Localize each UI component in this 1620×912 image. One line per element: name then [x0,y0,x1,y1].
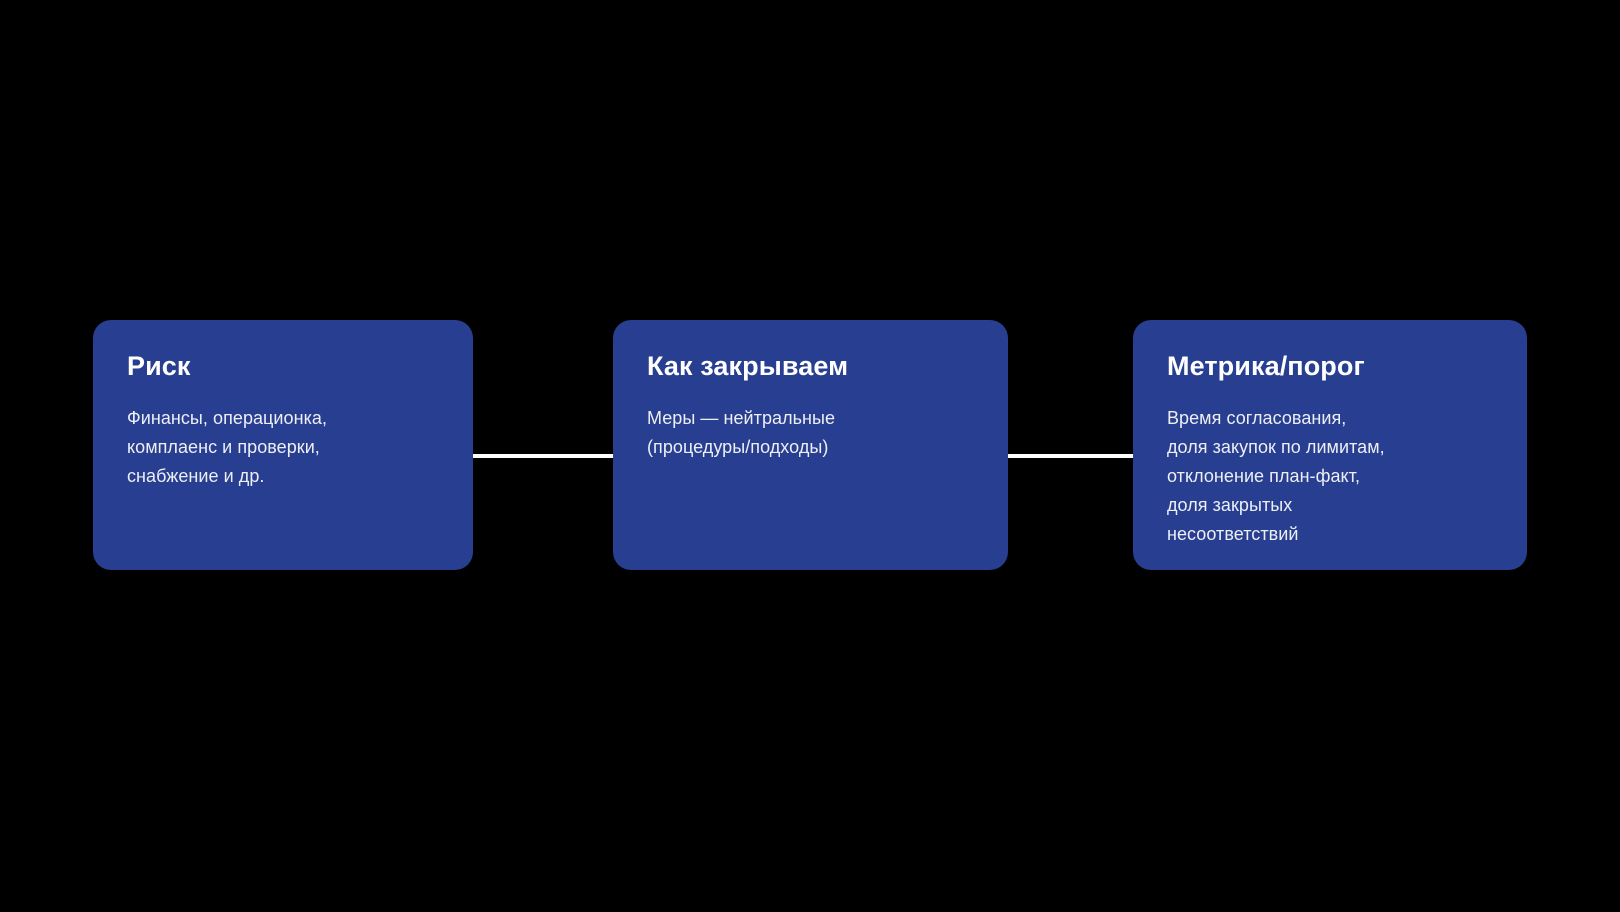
node-card-risk[interactable]: Риск Финансы, операционка, комплаенс и п… [93,320,473,570]
node-title-mitigation: Как закрываем [647,351,849,381]
node-card-mitigation[interactable]: Как закрываем Меры — нейтральные (процед… [613,320,1008,570]
connector-line-mitigation-to-metric [1004,454,1137,458]
node-title-metric: Метрика/порог [1167,351,1365,381]
node-title-risk: Риск [127,351,191,381]
connector-line-risk-to-mitigation [469,454,617,458]
node-card-metric[interactable]: Метрика/порог Время согласования, доля з… [1133,320,1527,570]
node-body-risk: Финансы, операционка, комплаенс и провер… [127,407,328,486]
node-body-metric: Время согласования, доля закупок по лими… [1167,407,1385,544]
node-body-mitigation: Меры — нейтральные (процедуры/подходы) [647,407,836,457]
